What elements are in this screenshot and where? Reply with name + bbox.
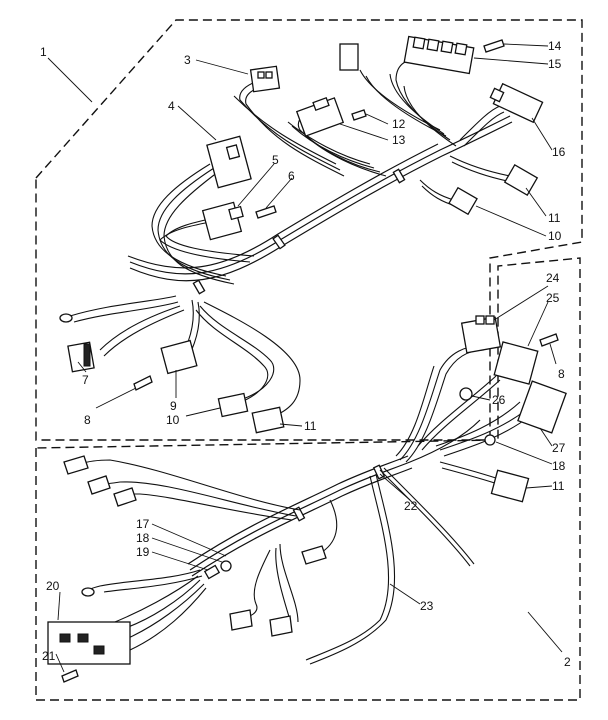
callout-10b: 10 bbox=[166, 413, 180, 427]
callout-5: 5 bbox=[272, 153, 279, 167]
callout-24: 24 bbox=[546, 271, 560, 285]
connector-3 bbox=[249, 65, 281, 93]
clip-19 bbox=[203, 564, 221, 580]
callout-8b: 8 bbox=[558, 367, 565, 381]
callout-17: 17 bbox=[136, 517, 150, 531]
callout-13: 13 bbox=[392, 133, 406, 147]
pin-14 bbox=[483, 39, 505, 53]
pin-21 bbox=[61, 669, 79, 683]
connector-2b bbox=[87, 475, 111, 495]
callout-16: 16 bbox=[552, 145, 566, 159]
callout-labels: 1 2 3 4 5 6 7 8 9 10 11 12 13 14 15 16 1… bbox=[40, 39, 571, 669]
callout-11c: 11 bbox=[552, 479, 565, 493]
connector-20 bbox=[47, 621, 131, 665]
connector-2d bbox=[301, 545, 327, 565]
connector-9 bbox=[160, 339, 198, 375]
harness-1 bbox=[59, 35, 544, 434]
callout-7: 7 bbox=[82, 373, 89, 387]
connector-11b bbox=[251, 406, 285, 434]
connector-2e bbox=[229, 609, 253, 631]
harness-1-frame bbox=[35, 19, 583, 441]
callout-1: 1 bbox=[40, 45, 47, 59]
grommet-26 bbox=[459, 387, 473, 401]
connector-11c bbox=[490, 469, 530, 503]
callout-18b: 18 bbox=[552, 459, 566, 473]
grommet-18b bbox=[484, 434, 496, 446]
pin-8b bbox=[539, 333, 559, 347]
connector-2c bbox=[113, 487, 137, 507]
callout-15: 15 bbox=[548, 57, 562, 71]
pin-6 bbox=[255, 205, 277, 219]
callout-14: 14 bbox=[548, 39, 562, 53]
callout-3: 3 bbox=[184, 53, 191, 67]
leader-lines bbox=[47, 43, 563, 673]
connector-10b bbox=[217, 392, 249, 418]
callout-20: 20 bbox=[46, 579, 60, 593]
callout-27: 27 bbox=[552, 441, 566, 455]
callout-10a: 10 bbox=[548, 229, 562, 243]
harness-2-frame bbox=[35, 257, 581, 701]
callout-2: 2 bbox=[564, 655, 571, 669]
callout-12: 12 bbox=[392, 117, 406, 131]
connector-15b bbox=[339, 43, 359, 71]
callout-23: 23 bbox=[420, 599, 434, 613]
callout-4: 4 bbox=[168, 99, 175, 113]
connector-27 bbox=[517, 380, 567, 434]
callout-22: 22 bbox=[404, 499, 418, 513]
grommet-18a bbox=[220, 560, 232, 572]
callout-21: 21 bbox=[42, 649, 56, 663]
callout-26: 26 bbox=[492, 393, 506, 407]
connector-10a bbox=[448, 186, 478, 216]
harness-2 bbox=[47, 315, 567, 683]
connector-16 bbox=[492, 82, 544, 124]
callout-11a: 11 bbox=[548, 211, 561, 225]
connector-2a bbox=[63, 455, 89, 475]
pin-8a bbox=[133, 375, 153, 391]
callout-11b: 11 bbox=[304, 419, 317, 433]
callout-25: 25 bbox=[546, 291, 560, 305]
callout-18a: 18 bbox=[136, 531, 150, 545]
connector-25 bbox=[493, 341, 539, 385]
callout-19: 19 bbox=[136, 545, 150, 559]
connector-2f bbox=[269, 615, 293, 637]
callout-9: 9 bbox=[170, 399, 177, 413]
terminal-12 bbox=[351, 109, 367, 121]
connector-11a bbox=[503, 163, 539, 197]
connector-4 bbox=[206, 135, 252, 189]
callout-6: 6 bbox=[288, 169, 295, 183]
callout-8a: 8 bbox=[84, 413, 91, 427]
